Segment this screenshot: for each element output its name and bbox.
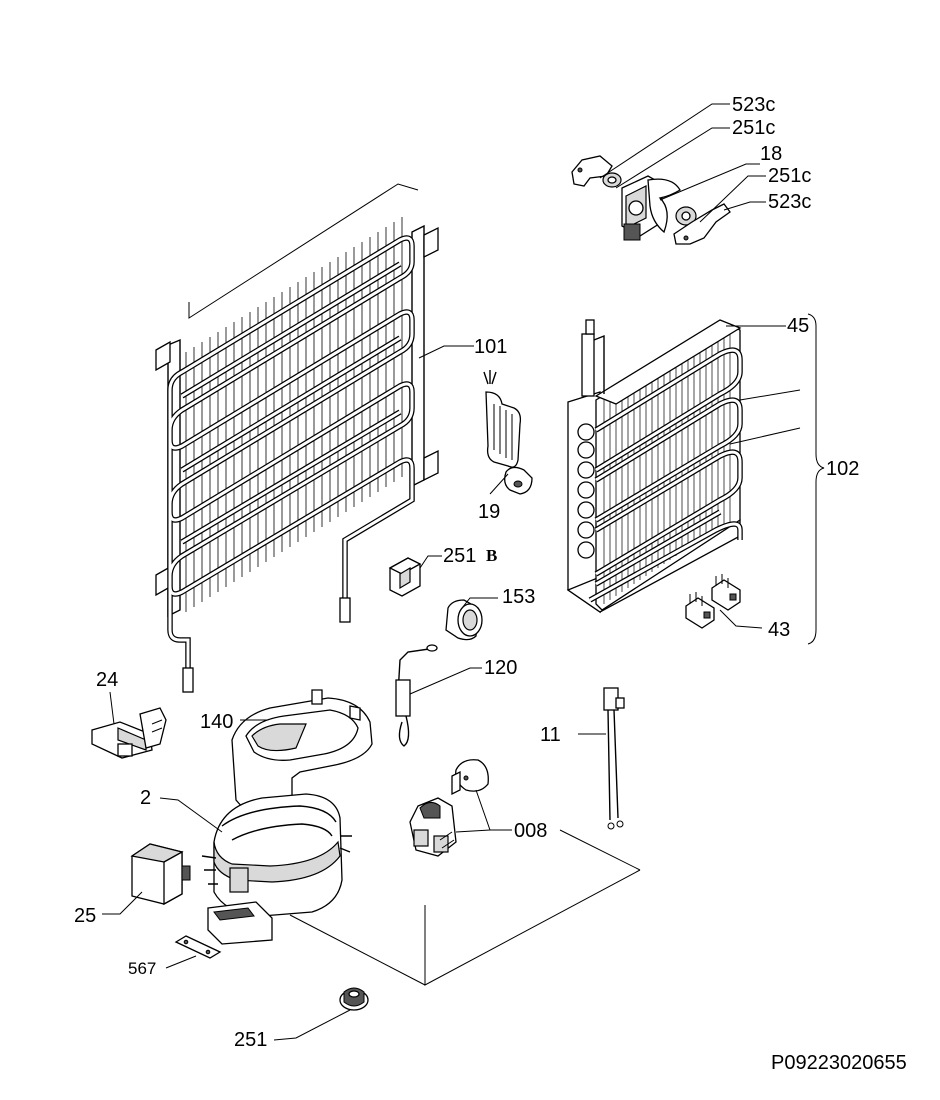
label-11: 11: [540, 724, 561, 746]
sensor-120: [395, 644, 438, 747]
block-251b: [388, 557, 422, 597]
label-251c-mid: 251c: [768, 165, 811, 187]
label-251: 251: [234, 1029, 267, 1051]
capacitor-25: [130, 843, 191, 906]
label-43: 43: [768, 619, 790, 641]
bushing-153: [445, 599, 483, 641]
label-251b-number: 251: [443, 545, 476, 567]
grommet-251: [339, 987, 369, 1011]
condenser-101: [155, 217, 439, 693]
label-140: 140: [200, 711, 233, 733]
label-19: 19: [478, 501, 500, 523]
label-251c-top: 251c: [732, 117, 775, 139]
label-008: 008: [514, 820, 547, 842]
leader-lines: [102, 103, 825, 1041]
label-153: 153: [502, 586, 535, 608]
label-101: 101: [474, 336, 507, 358]
label-523c-top: 523c: [732, 94, 775, 116]
evaporator-102: [566, 319, 743, 614]
label-45: 45: [787, 315, 809, 337]
label-2: 2: [140, 787, 151, 809]
connector-24: [91, 707, 167, 759]
drip-tray-140: [231, 689, 373, 819]
label-251b-letter: B: [486, 546, 497, 565]
label-120: 120: [484, 657, 517, 679]
label-567: 567: [128, 959, 156, 978]
relay-008: [409, 759, 489, 857]
lamp-holder-11: [603, 687, 625, 830]
label-18: 18: [760, 143, 782, 165]
label-24: 24: [96, 669, 118, 691]
cabinet-outline: [188, 183, 641, 986]
compressor-2: [201, 793, 352, 945]
plate-567: [174, 935, 222, 959]
fan-motor-assembly: [571, 155, 731, 245]
label-25: 25: [74, 905, 96, 927]
drawing-code: P09223020655: [771, 1052, 907, 1074]
label-102: 102: [826, 458, 859, 480]
heater-19: [483, 370, 533, 495]
label-523c-mid: 523c: [768, 191, 811, 213]
